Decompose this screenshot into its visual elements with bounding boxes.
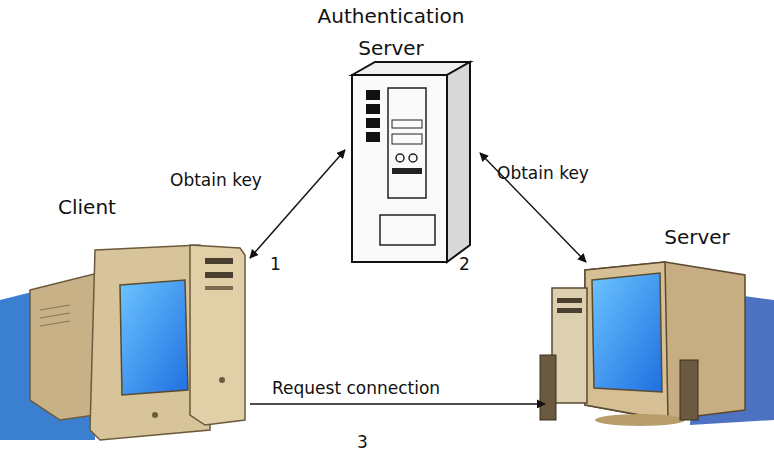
client-computer-part bbox=[219, 377, 225, 383]
callout-number: 1 bbox=[270, 254, 281, 274]
edge-label: Obtain key bbox=[497, 163, 589, 183]
client-computer-part bbox=[120, 280, 188, 395]
client-computer-part bbox=[205, 286, 233, 290]
client-computer-part bbox=[40, 321, 70, 326]
server-computer-part bbox=[680, 360, 698, 420]
node-label: Client bbox=[58, 195, 178, 219]
server-computer-part bbox=[557, 308, 582, 313]
server-computer-part bbox=[592, 273, 662, 392]
client-computer-part bbox=[205, 258, 233, 264]
callout-number: 2 bbox=[459, 254, 470, 274]
key-arrow bbox=[250, 150, 345, 258]
server-tower-part bbox=[388, 88, 426, 198]
server-tower-part bbox=[447, 62, 470, 262]
edge-label: Obtain key bbox=[170, 170, 262, 190]
server-computer-part bbox=[585, 262, 745, 420]
client-computer-part bbox=[152, 412, 158, 418]
server-tower-part bbox=[392, 120, 422, 128]
server-tower-part bbox=[396, 154, 404, 162]
node-label: Authentication Server bbox=[306, 0, 476, 64]
server-computer-part bbox=[557, 298, 582, 303]
server-computer-part bbox=[595, 414, 685, 426]
server-tower-part bbox=[366, 118, 380, 128]
server-tower-part bbox=[366, 132, 380, 142]
server-computer-part bbox=[585, 262, 668, 420]
server-tower-part bbox=[366, 90, 380, 100]
server-box: Authentication Server bbox=[345, 62, 480, 262]
server-tower-part bbox=[352, 75, 447, 262]
server-tower bbox=[352, 62, 470, 262]
server-computer-part bbox=[552, 288, 587, 403]
edge-label: Request connection bbox=[272, 378, 440, 398]
client-box: Client bbox=[0, 195, 250, 440]
client-computer-part bbox=[190, 245, 245, 425]
client-computer bbox=[0, 245, 245, 440]
server-computer-part bbox=[540, 355, 556, 420]
client-computer-part bbox=[205, 272, 233, 278]
client-computer-part bbox=[40, 313, 70, 318]
client-computer-part bbox=[40, 305, 70, 310]
server-computer bbox=[540, 262, 774, 426]
server-tower-part bbox=[380, 215, 435, 245]
node-label: Server bbox=[637, 225, 757, 249]
server-tower-part bbox=[409, 154, 417, 162]
server-tower-part bbox=[392, 168, 422, 174]
request-arrow bbox=[250, 403, 545, 404]
server-tower-part bbox=[366, 104, 380, 114]
callout-number: 3 bbox=[357, 432, 368, 452]
server-tower-part bbox=[392, 134, 422, 144]
server-box: Server bbox=[545, 262, 774, 430]
